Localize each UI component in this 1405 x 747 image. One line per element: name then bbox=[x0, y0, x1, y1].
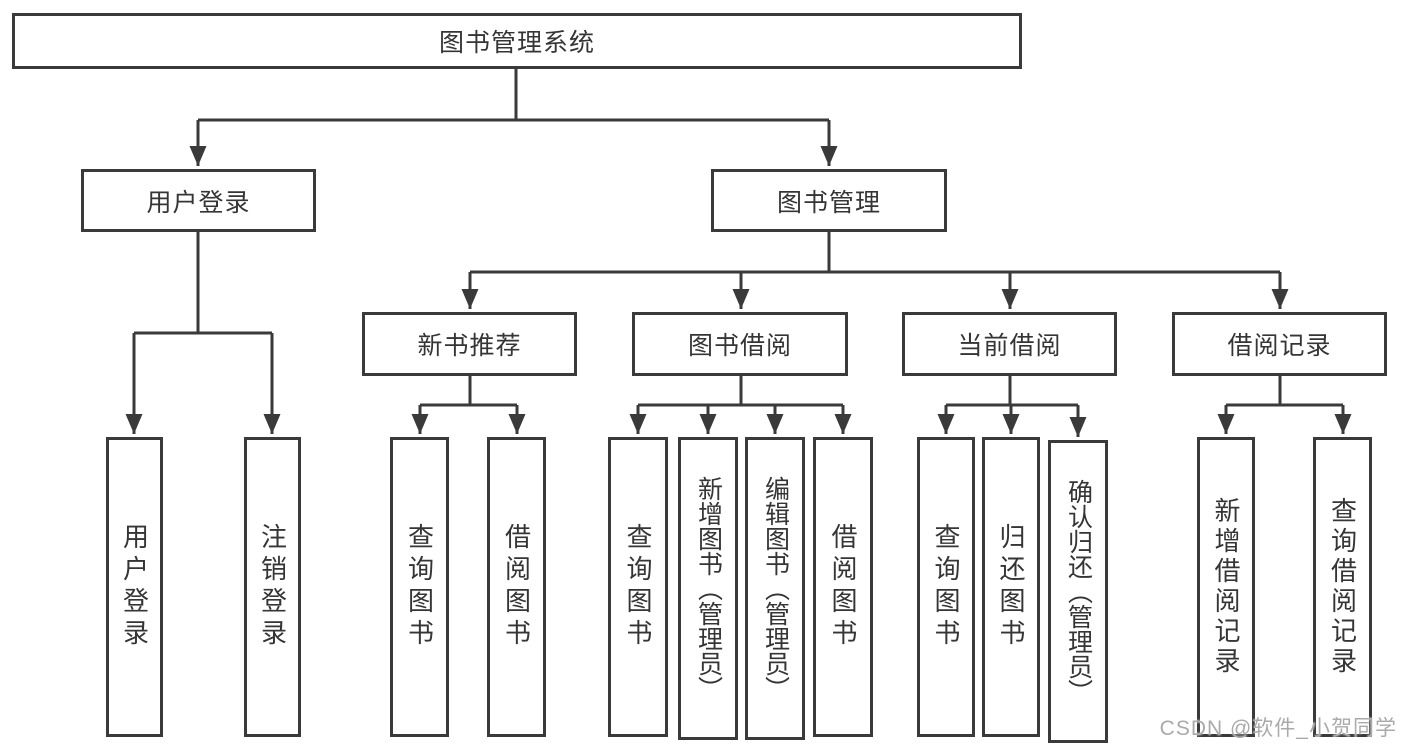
node-label: 图书管理 bbox=[776, 188, 881, 217]
node-label: 当前借阅 bbox=[957, 332, 1062, 360]
node-label: 新增借阅记录 bbox=[1211, 497, 1241, 677]
node-label: 查询借阅记录 bbox=[1327, 497, 1358, 677]
leaf-nb-borrow-books: 借阅图书 bbox=[487, 437, 546, 737]
node-label: 新书推荐 bbox=[417, 332, 522, 360]
node-book-borrowing: 图书借阅 bbox=[632, 312, 848, 376]
leaf-br-query-borrow-record: 查询借阅记录 bbox=[1313, 437, 1372, 737]
node-label: 查询图书 bbox=[931, 523, 961, 651]
node-label: 用户登录 bbox=[146, 188, 251, 217]
node-label: 确认归还（管理员） bbox=[1064, 479, 1093, 704]
leaf-cb-confirm-return-admin: 确认归还（管理员） bbox=[1048, 440, 1108, 743]
node-label: 图书管理系统 bbox=[438, 29, 595, 57]
leaf-cb-query-books: 查询图书 bbox=[917, 437, 975, 737]
node-label: 借阅图书 bbox=[501, 523, 532, 651]
node-borrowing-records: 借阅记录 bbox=[1172, 312, 1387, 376]
node-label: 查询图书 bbox=[404, 523, 435, 651]
leaf-logout: 注销登录 bbox=[244, 437, 301, 737]
leaf-bb-add-books-admin: 新增图书（管理员） bbox=[678, 437, 738, 740]
node-book-management: 图书管理 bbox=[711, 169, 947, 232]
node-label: 编辑图书（管理员） bbox=[761, 476, 790, 701]
node-label: 归还图书 bbox=[996, 523, 1026, 651]
node-label: 查询图书 bbox=[623, 523, 653, 651]
node-label: 借阅记录 bbox=[1227, 332, 1332, 360]
node-new-book-recommendation: 新书推荐 bbox=[362, 312, 577, 376]
node-current-borrowing: 当前借阅 bbox=[902, 312, 1117, 376]
leaf-bb-edit-books-admin: 编辑图书（管理员） bbox=[745, 437, 805, 740]
node-label: 用户登录 bbox=[119, 523, 150, 651]
leaf-user-login: 用户登录 bbox=[106, 437, 163, 737]
leaf-br-add-borrow-record: 新增借阅记录 bbox=[1197, 437, 1255, 737]
node-label: 新增图书（管理员） bbox=[694, 476, 723, 701]
leaf-nb-query-books: 查询图书 bbox=[390, 437, 449, 737]
leaf-cb-return-books: 归还图书 bbox=[982, 437, 1040, 737]
leaf-bb-query-books: 查询图书 bbox=[608, 437, 668, 737]
node-user-login: 用户登录 bbox=[81, 169, 316, 232]
watermark: CSDN @软件_小贺同学 bbox=[1159, 717, 1397, 740]
node-label: 注销登录 bbox=[257, 523, 288, 651]
node-library-management-system: 图书管理系统 bbox=[12, 13, 1022, 69]
node-label: 借阅图书 bbox=[828, 523, 858, 651]
leaf-bb-borrow-books: 借阅图书 bbox=[813, 437, 873, 737]
node-label: 图书借阅 bbox=[687, 332, 792, 360]
